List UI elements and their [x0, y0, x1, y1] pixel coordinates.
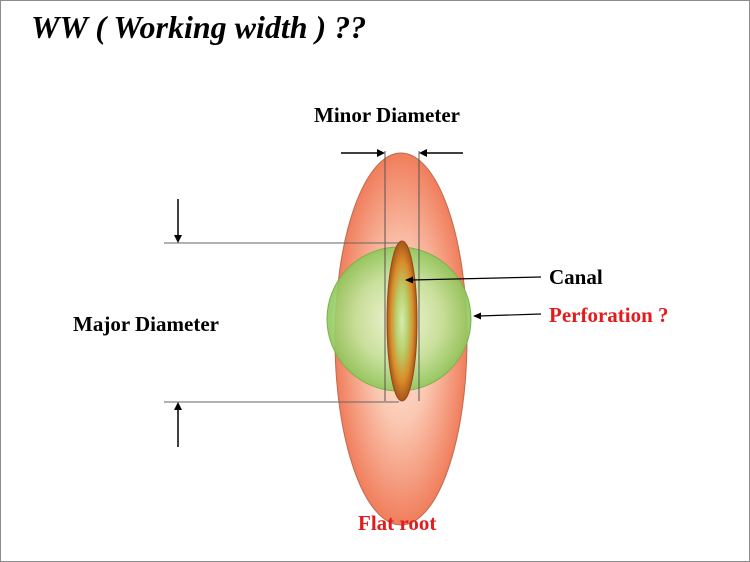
- minor-diameter-arrowhead-right: [419, 149, 427, 157]
- perforation-pointer-arrowhead: [473, 312, 481, 320]
- perforation-pointer-line: [478, 313, 542, 317]
- canal-label: Canal: [549, 265, 603, 289]
- slide-title: WW ( Working width ) ??: [31, 9, 367, 45]
- canal-ellipse: [386, 240, 418, 402]
- minor-diameter-label: Minor Diameter: [314, 103, 460, 127]
- canal-pointer-arrowhead: [405, 276, 413, 284]
- canal-pointer-line: [410, 276, 542, 281]
- minor-diameter-arrowhead-left: [377, 149, 385, 157]
- major-diameter-arrowhead-bottom: [174, 402, 182, 410]
- perforation-label: Perforation ?: [549, 303, 669, 327]
- flat-root-label: Flat root: [358, 511, 437, 535]
- major-diameter-label: Major Diameter: [73, 312, 219, 336]
- major-diameter-arrowhead-top: [174, 235, 182, 243]
